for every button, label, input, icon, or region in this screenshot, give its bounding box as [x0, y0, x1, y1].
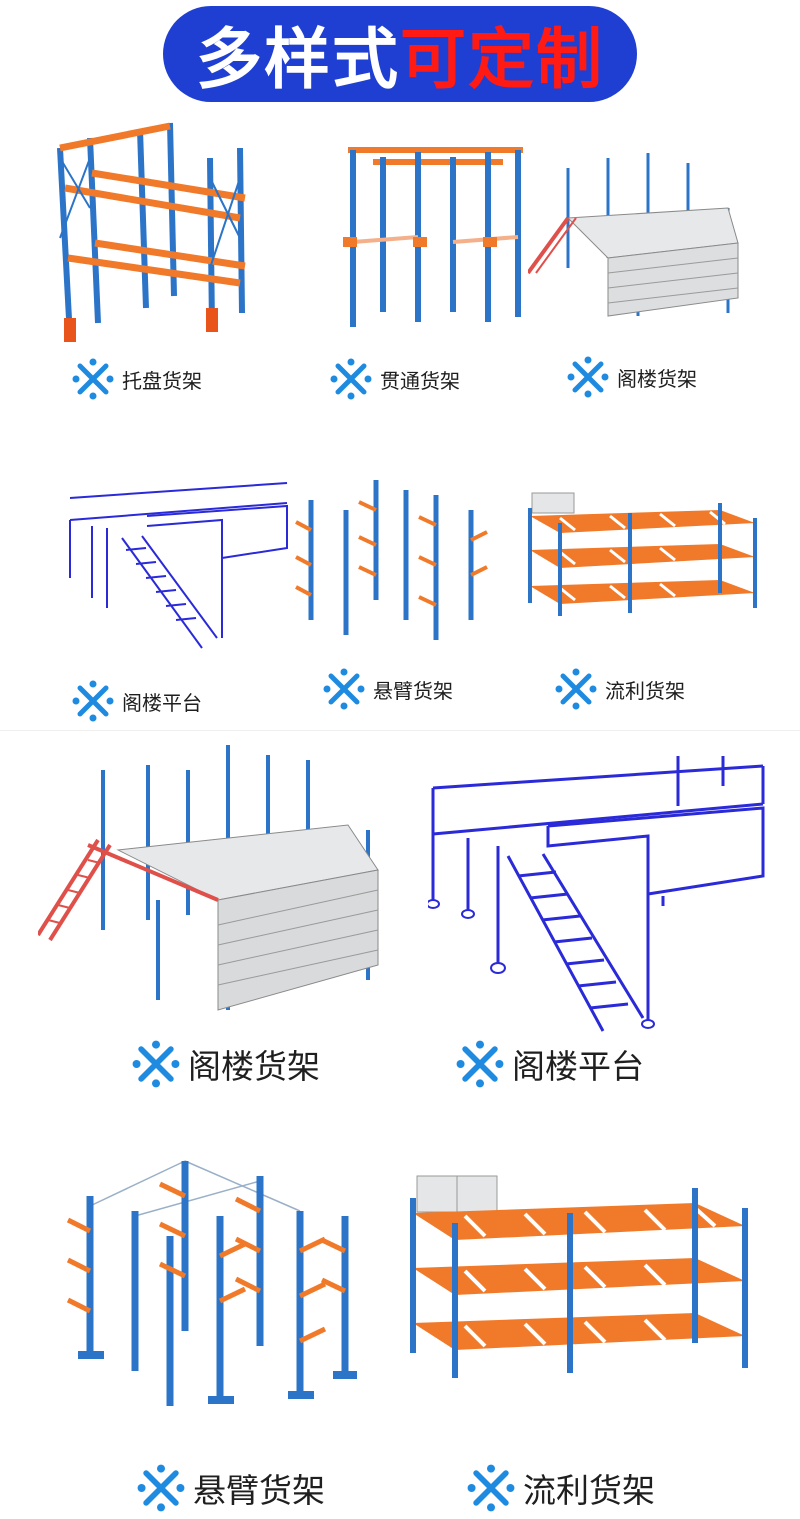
flow-rack-illustration — [528, 492, 757, 616]
caption-label: 流利货架 — [523, 1471, 655, 1510]
title-banner: 多样式可定制 — [163, 6, 637, 102]
caption-label: 悬臂货架 — [193, 1471, 325, 1510]
x-dots-icon — [72, 358, 114, 400]
caption-mezzanine-platform: 阁楼平台 — [72, 680, 202, 722]
mezzanine-platform-illustration — [69, 482, 288, 649]
banner-title-white: 多样式 — [196, 21, 400, 98]
caption-label: 流利货架 — [605, 678, 685, 703]
caption-flow-rack-large: 流利货架 — [467, 1464, 655, 1512]
caption-label: 阁楼货架 — [617, 366, 697, 391]
caption-drive-in-rack: 贯通货架 — [330, 358, 460, 400]
x-dots-icon — [467, 1464, 515, 1512]
x-dots-icon — [555, 668, 597, 710]
pallet-rack-illustration — [57, 122, 246, 342]
x-dots-icon — [323, 668, 365, 710]
caption-label: 阁楼货架 — [188, 1047, 320, 1086]
caption-label: 悬臂货架 — [373, 678, 453, 703]
caption-label: 阁楼平台 — [512, 1047, 644, 1086]
x-dots-icon — [137, 1464, 185, 1512]
banner-title-red: 可定制 — [400, 21, 604, 98]
drive-in-rack-illustration — [343, 147, 523, 327]
x-dots-icon — [132, 1040, 180, 1088]
caption-mezzanine-rack: 阁楼货架 — [567, 356, 697, 398]
cantilever-rack-illustration — [295, 480, 488, 640]
caption-mezzanine-platform-large: 阁楼平台 — [456, 1040, 644, 1088]
caption-mezzanine-rack-large: 阁楼货架 — [132, 1040, 320, 1088]
x-dots-icon — [456, 1040, 504, 1088]
mezzanine-rack-large-illustration — [38, 745, 379, 1011]
cantilever-rack-large-illustration — [66, 1160, 357, 1406]
caption-label: 托盘货架 — [122, 368, 202, 393]
x-dots-icon — [330, 358, 372, 400]
flow-rack-large-illustration — [410, 1175, 748, 1378]
caption-cantilever-rack: 悬臂货架 — [323, 668, 453, 710]
caption-pallet-rack: 托盘货架 — [72, 358, 202, 400]
mezzanine-rack-illustration — [528, 153, 739, 317]
caption-label: 阁楼平台 — [122, 690, 202, 715]
x-dots-icon — [567, 356, 609, 398]
caption-flow-rack: 流利货架 — [555, 668, 685, 710]
section-divider — [0, 730, 800, 731]
caption-cantilever-rack-large: 悬臂货架 — [137, 1464, 325, 1512]
caption-label: 贯通货架 — [380, 368, 460, 393]
x-dots-icon — [72, 680, 114, 722]
mezzanine-platform-large-illustration — [428, 756, 765, 1032]
